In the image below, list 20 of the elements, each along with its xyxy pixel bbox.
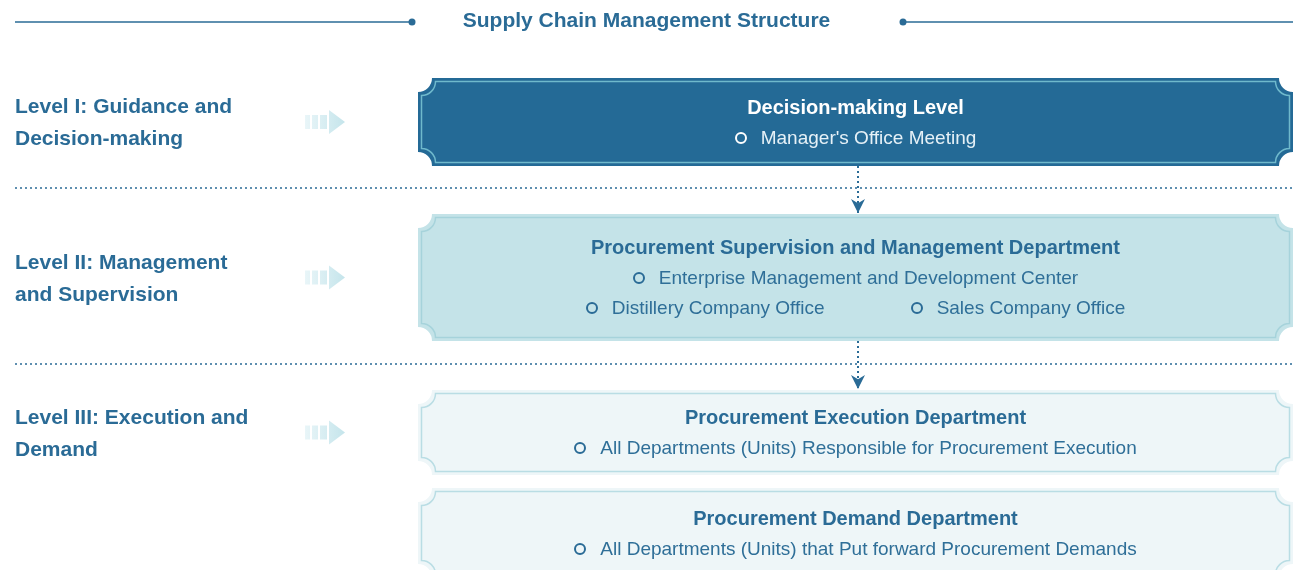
- box-heading: Procurement Execution Department: [684, 406, 1027, 429]
- level-title: Level II: Management and Supervision: [15, 249, 229, 307]
- level-title: Level III: Execution and Demand: [15, 404, 250, 462]
- box-heading: Procurement Demand Department: [693, 506, 1018, 530]
- dotted-arrow: [851, 165, 865, 214]
- list-item: Enterprise Management and Development Center: [658, 267, 1079, 289]
- level-title: Level I: Guidance and Decision-making: [15, 93, 234, 151]
- dotted-arrow: [851, 340, 865, 390]
- diagram-title: Supply Chain Management Structure: [462, 8, 831, 31]
- level-box: [418, 488, 1293, 570]
- list-item: Manager's Office Meeting: [760, 126, 977, 149]
- box-heading: Decision-making Level: [747, 95, 964, 119]
- level-box: [418, 214, 1293, 341]
- level-box: [418, 390, 1293, 475]
- level-box: [418, 78, 1293, 166]
- list-item: All Departments (Units) that Put forward Procurement Demands: [600, 537, 1137, 560]
- list-item: All Departments (Units) Responsible for Procurement Execution: [600, 437, 1137, 459]
- list-item: Sales Company Office: [936, 297, 1126, 319]
- list-item: Distillery Company Office: [611, 297, 825, 319]
- box-heading: Procurement Supervision and Management Department: [591, 236, 1120, 259]
